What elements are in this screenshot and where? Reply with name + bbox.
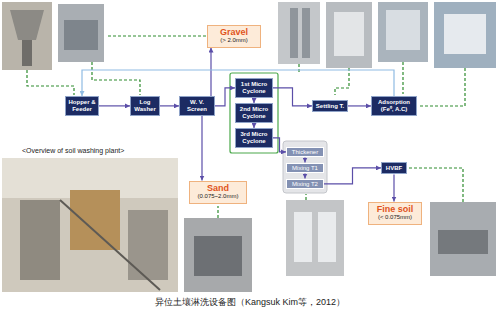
process-box: 2nd Micro Cyclone <box>235 103 273 123</box>
flow-arrow <box>210 48 211 96</box>
settling-photo <box>326 2 372 68</box>
photo-leader <box>92 62 140 95</box>
photo-leader <box>305 194 306 200</box>
size-range: (< 0.075mm) <box>372 214 418 221</box>
washer-photo <box>58 4 104 62</box>
plant-photo <box>2 158 178 292</box>
photo-leader <box>409 168 463 202</box>
photos <box>2 2 496 292</box>
process-box: Hopper & Feeder <box>65 96 99 116</box>
tank-box: Mixing T2 <box>286 179 324 190</box>
mixing-group-panel <box>283 141 327 193</box>
process-box: W. V. Screen <box>179 96 215 116</box>
cyclone-shape <box>290 8 298 58</box>
hopper-shape <box>10 10 44 40</box>
flow-arrow <box>273 138 286 152</box>
hopper-photo <box>2 2 52 70</box>
node-label: Thickener <box>289 149 321 156</box>
bed-shape <box>438 230 488 254</box>
photo-leader <box>335 68 349 95</box>
equipment-photo <box>434 2 496 68</box>
product-box: Gravel(> 2.0mm) <box>207 25 261 48</box>
photo-leader <box>402 62 403 94</box>
screen-shape <box>194 236 242 276</box>
screen-photo <box>184 218 252 292</box>
node-label: 1st Micro Cyclone <box>238 81 270 95</box>
node-label: Fine soil <box>372 205 418 215</box>
tank-box: Thickener <box>286 147 324 158</box>
figure-caption: 异位土壤淋洗设备图（Kangsuk Kim等，2012） <box>0 296 500 309</box>
photo-leader <box>298 64 299 73</box>
tank-shape <box>386 10 420 50</box>
process-box: HVBF <box>381 162 407 175</box>
photo-leaders <box>27 36 465 218</box>
photo-leader <box>420 68 465 106</box>
flow-arrow <box>273 88 312 106</box>
node-label: Settling T. <box>315 103 345 110</box>
node-label: Sand <box>193 184 243 194</box>
washer-shape <box>64 20 98 50</box>
flow-arrow <box>215 88 235 106</box>
node-label: Hopper & Feeder <box>68 99 96 113</box>
process-box: Settling T. <box>312 100 348 113</box>
tank-shape <box>444 14 486 54</box>
node-label: HVBF <box>384 165 404 172</box>
flow-arrow <box>393 174 394 201</box>
size-range: (0.075~2.0mm) <box>193 193 243 200</box>
flow-arrow <box>201 116 202 181</box>
tank-shape <box>334 12 364 56</box>
process-box: 3rd Micro Cyclone <box>235 128 273 148</box>
product-box: Fine soil(< 0.075mm) <box>368 202 422 225</box>
photo-title: <Overview of soil washing plant> <box>20 147 126 154</box>
cyclone-group-outline <box>230 73 278 153</box>
size-range: (> 2.0mm) <box>211 37 257 44</box>
tank-box: Mixing T1 <box>286 163 324 174</box>
cyclone-shape <box>302 8 310 58</box>
node-label: W. V. Screen <box>182 99 212 113</box>
photo-leader <box>106 35 206 36</box>
process-box: 1st Micro Cyclone <box>235 78 273 98</box>
process-box: Adsorption (Fe⁰, A.C) <box>371 96 417 116</box>
plant-structure <box>20 200 60 280</box>
node-label: Gravel <box>211 28 257 38</box>
photo-leader <box>27 70 74 95</box>
photo-leader <box>217 206 218 218</box>
node-label: Mixing T1 <box>289 165 321 172</box>
flow-arrow <box>348 105 371 106</box>
node-label: Mixing T2 <box>289 181 321 188</box>
plant-stairs <box>60 200 160 290</box>
plant-structure <box>70 190 120 250</box>
node-label: 3rd Micro Cyclone <box>238 131 270 145</box>
bed-photo <box>430 202 496 276</box>
node-label: Log Washer <box>133 99 157 113</box>
process-box: Log Washer <box>130 96 160 116</box>
flow-arrow <box>324 168 381 184</box>
tank-shape <box>294 212 312 262</box>
flow-arrow <box>160 105 179 106</box>
tank-photo <box>286 200 344 276</box>
node-label: Adsorption (Fe⁰, A.C) <box>374 99 414 113</box>
tank-shape <box>318 212 336 262</box>
hopper-leg <box>22 40 32 66</box>
product-box: Sand(0.075~2.0mm) <box>189 181 247 204</box>
plant-structure <box>128 210 168 280</box>
cyclone-photo <box>278 2 320 64</box>
flow-arrow <box>99 105 130 106</box>
adsorption-photo <box>378 2 428 62</box>
node-label: 2nd Micro Cyclone <box>238 106 270 120</box>
